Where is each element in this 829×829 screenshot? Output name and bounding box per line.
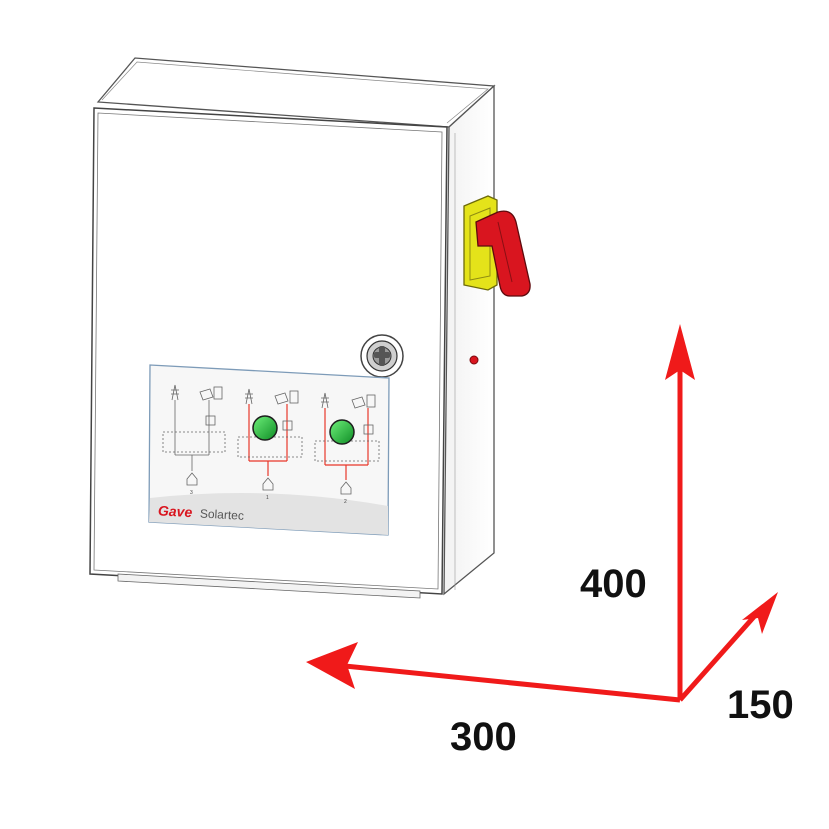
indicator-lamp-2-icon — [329, 419, 355, 445]
dimension-indicator: 400 300 150 — [306, 324, 794, 759]
width-arrow — [334, 662, 681, 703]
circuit-diagram-2: 2 — [314, 392, 380, 505]
power-pylon-icon — [321, 392, 329, 409]
depth-arrowhead — [742, 592, 778, 634]
circuit-number-1: 1 — [266, 495, 269, 501]
house-icon — [262, 477, 274, 491]
switch-handle-icon — [475, 210, 531, 297]
width-arrowhead — [306, 642, 358, 689]
depth-dimension-label: 150 — [727, 683, 794, 727]
side-screw-icon — [469, 355, 479, 365]
solar-panel-icon — [274, 392, 289, 405]
isolator-switch[interactable] — [463, 195, 531, 297]
brand-logo: Gave Solartec — [158, 502, 245, 522]
enclosure-side-face — [443, 84, 495, 596]
width-dimension-label: 300 — [450, 715, 517, 759]
brand-name: Gave — [158, 502, 193, 520]
battery-icon — [213, 386, 223, 400]
solar-panel-icon — [199, 388, 214, 401]
house-icon — [340, 481, 352, 495]
circuit-diagram-1: 1 — [237, 388, 303, 501]
indicator-lamp-1-icon — [252, 415, 278, 441]
power-pylon-icon — [245, 388, 253, 405]
circuit-number-3: 3 — [190, 490, 193, 496]
circuit-diagram-3: 3 — [162, 384, 226, 496]
power-pylon-icon — [171, 384, 179, 401]
label-panel: 3 1 2 — [148, 364, 390, 536]
height-dimension-label: 400 — [580, 562, 647, 606]
height-arrowhead — [665, 324, 695, 380]
depth-arrow — [678, 608, 762, 702]
circuit-number-2: 2 — [344, 499, 347, 505]
brand-suffix: Solartec — [200, 507, 245, 523]
battery-icon — [366, 394, 376, 408]
solar-panel-icon — [351, 396, 366, 409]
house-icon — [186, 472, 198, 486]
battery-icon — [289, 390, 299, 404]
key-lock-icon[interactable] — [360, 334, 404, 378]
